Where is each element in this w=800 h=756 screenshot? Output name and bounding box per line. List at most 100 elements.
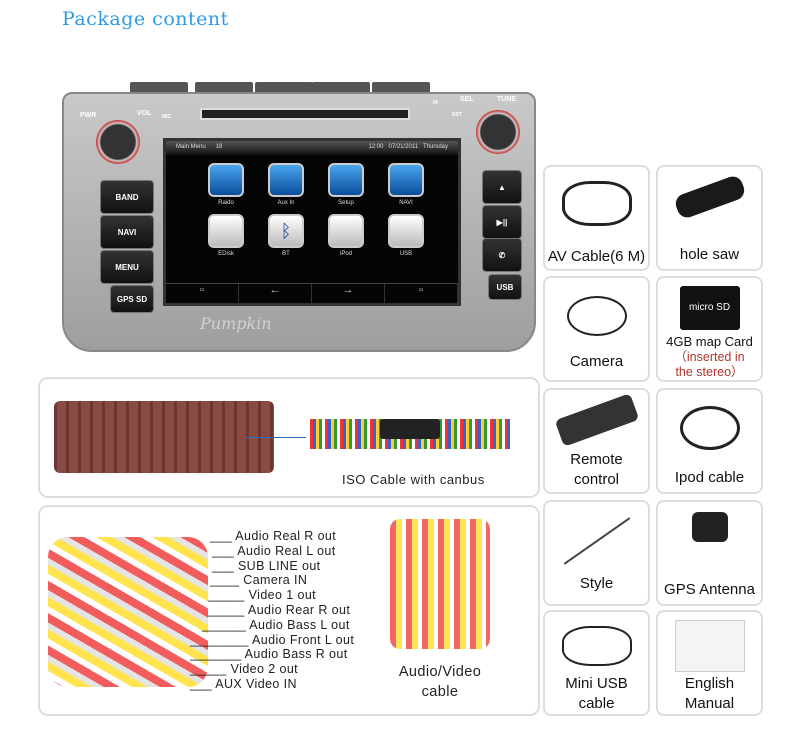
item-label: cable [578,695,615,712]
status-bar: Main Menu 18 12:00 07/21/2011 Thursday [166,141,458,155]
rca-label: _______ Audio Bass R out [190,647,348,662]
watermark: Pumpkin [200,314,272,333]
channel-number: 18 [215,144,223,150]
eject-button[interactable]: ▲ [482,170,522,204]
item-label: Style [579,575,614,592]
remote-image [554,393,639,447]
day: Thursday [422,144,448,150]
item-label: English [684,675,735,692]
app-label: NAVI [399,200,413,206]
menu-button[interactable]: MENU [100,250,154,284]
gps-sd-slot[interactable]: GPS SD [110,285,154,313]
app-label: Aux In [277,200,295,206]
item-ipod-cable: Ipod cable [656,388,763,494]
item-map-card: micro SD 4GB map Card （inserted in the s… [656,276,763,382]
item-camera: Camera [543,276,650,382]
app-usb[interactable]: USB [376,214,436,257]
app-label: Raido [218,200,234,206]
pointer-line [246,437,306,438]
manual-image [674,620,745,672]
item-note: （inserted in [674,350,745,364]
item-label: Ipod cable [674,469,745,486]
rca-label: _____ Video 1 out [208,588,317,603]
clock: 12:00 [368,144,384,150]
item-label: Camera [569,353,624,370]
item-label: 4GB map Card [666,334,753,349]
canbus-box [380,419,440,439]
app-label: Setup [338,200,354,206]
phone-button[interactable]: ✆ [482,238,522,272]
av-cable-image [390,519,490,649]
item-hole-saw: hole saw [656,165,763,271]
volume-knob[interactable] [96,120,140,164]
item-label: control [573,471,620,488]
back-arrow-icon[interactable]: ← [239,284,312,303]
tune-label: TUNE [497,96,517,103]
app-label: iPod [339,251,352,257]
rca-cable-panel: ___ Audio Real R out ___ Audio Real L ou… [38,505,540,716]
app-ipod[interactable]: iPod [316,214,376,257]
home-icon[interactable]: ▫ [166,284,239,303]
navi-button[interactable]: NAVI [100,215,154,249]
app-label: EDisk [218,251,234,257]
item-label: GPS Antenna [664,581,755,598]
rca-label: ___ Audio Real L out [212,543,336,558]
item-remote: Remote control [543,388,650,494]
pwr-label: PWR [80,112,97,119]
rca-label: ___ SUB LINE out [212,558,321,573]
ir-label: IR [433,100,438,106]
camera-image [566,296,627,336]
app-edisk[interactable]: EDisk [196,214,256,257]
window-icon[interactable]: ▫ [385,284,458,303]
app-setup[interactable]: Setup [316,163,376,206]
item-manual: English Manual [656,610,763,716]
rca-label: _____ Audio Rear R out [208,602,351,617]
av-cable-image [561,181,632,226]
item-av-cable: AV Cable(6 M) [543,165,650,271]
app-navi[interactable]: NAVI [376,163,436,206]
app-aux-in[interactable]: Aux In [256,163,316,206]
date: 07/21/2011 [388,144,419,150]
iso-cable-label: ISO Cable with canbus [342,472,485,487]
usb-icon [388,214,424,248]
rca-label: ________ Audio Front L out [190,632,355,647]
app-label: USB [399,251,413,257]
band-button[interactable]: BAND [100,180,154,214]
rca-label: ___ Audio Real R out [210,529,337,543]
gear-icon [328,163,364,197]
rca-label-list: ___ Audio Real R out ___ Audio Real L ou… [190,529,354,692]
rca-label: ______ Audio Bass L out [202,617,350,632]
sd-card-image: micro SD [679,286,740,330]
item-note: the stereo） [675,365,744,379]
screen: Main Menu 18 12:00 07/21/2011 Thursday R… [163,138,461,306]
rca-cable-image [48,537,208,687]
vent-tab [130,82,188,94]
item-mini-usb: Mini USB cable [543,610,650,716]
rca-label: ____ Camera IN [210,573,308,588]
stylus-image [563,517,630,565]
vent-tab [312,82,370,94]
disk-icon [208,214,244,248]
play-pause-button[interactable]: ▶|| [482,205,522,239]
usb-port[interactable]: USB [488,274,522,300]
disc-slot [200,108,410,120]
item-stylus: Style [543,500,650,606]
vent-tab [255,82,313,94]
page-title: Package content [62,8,229,30]
radio-icon [208,163,244,197]
menu-title: Main Menu [176,144,206,150]
rca-label: _____ Video 2 out [190,662,299,677]
forward-arrow-icon[interactable]: → [312,284,385,303]
vol-label: VOL [137,110,152,117]
tune-knob[interactable] [476,110,520,154]
usb-cable-image [561,626,632,666]
item-label: AV Cable(6 M) [547,248,646,265]
gps-antenna-image [691,512,728,542]
globe-icon [388,163,424,197]
ipod-cable-image [679,406,740,450]
app-radio[interactable]: Raido [196,163,256,206]
sel-label: SEL [460,96,474,103]
screen-nav-bar: ▫←→▫ [166,283,458,303]
